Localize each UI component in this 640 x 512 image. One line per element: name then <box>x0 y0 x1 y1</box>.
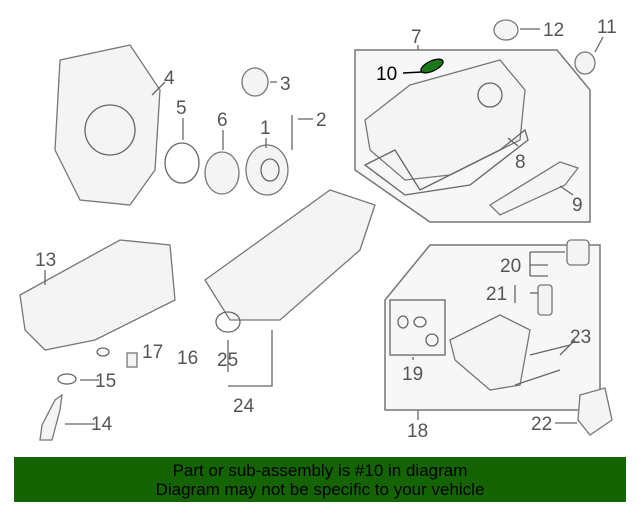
washer-part-17 <box>96 347 110 357</box>
callout-13: 13 <box>35 250 56 271</box>
sensor-part-14 <box>39 393 63 441</box>
callout-19: 19 <box>402 364 423 385</box>
callout-11: 11 <box>597 17 617 38</box>
callout-22: 22 <box>531 414 552 435</box>
seal-part-3 <box>241 67 269 97</box>
callout-18: 18 <box>407 421 428 442</box>
banner-line-disclaimer: Diagram may not be specific to your vehi… <box>155 480 485 499</box>
part-22 <box>577 387 613 436</box>
callout-5: 5 <box>176 98 187 119</box>
gasket-part-23 <box>514 344 571 386</box>
callout-6: 6 <box>217 110 228 131</box>
callout-10-highlighted[interactable]: 10 <box>376 64 397 85</box>
intake-manifold-part <box>204 189 376 321</box>
gasket-part-8 <box>363 128 529 196</box>
timing-cover-part <box>54 44 161 206</box>
gasket-part-9 <box>488 161 580 216</box>
callout-9: 9 <box>572 195 583 216</box>
leader-lines <box>44 28 604 425</box>
o-ring-part-15 <box>57 373 77 385</box>
filter-cap-part-20 <box>566 239 590 266</box>
callout-7: 7 <box>411 27 422 48</box>
notice-banner: Part or sub-assembly is #10 in diagram D… <box>14 457 626 502</box>
parts-diagram: 7 12 11 10 4 3 5 6 2 1 8 9 13 20 21 23 1… <box>19 17 617 442</box>
o-ring-part-5 <box>164 142 200 184</box>
callout-8: 8 <box>515 152 526 173</box>
callout-4: 4 <box>164 68 175 89</box>
seal-kit-part-19 <box>389 299 446 356</box>
callout-16: 16 <box>177 348 198 369</box>
callout-25: 25 <box>217 350 238 371</box>
callout-3: 3 <box>280 74 291 95</box>
callout-1: 1 <box>260 118 271 139</box>
callout-23: 23 <box>570 327 591 348</box>
callout-14: 14 <box>91 414 113 435</box>
pulley-part-1 <box>245 144 289 196</box>
gear-part-6 <box>204 151 240 195</box>
callout-15: 15 <box>95 371 116 392</box>
callout-2: 2 <box>316 110 327 131</box>
highlighted-seal-part-10[interactable] <box>419 56 445 75</box>
plug-part-16 <box>126 352 138 368</box>
oil-pan-part-13 <box>19 239 176 351</box>
oil-filter-housing-part <box>449 314 531 391</box>
oil-filter-part-21 <box>537 284 553 316</box>
callout-12: 12 <box>543 20 564 41</box>
callout-21: 21 <box>486 284 507 305</box>
callout-20: 20 <box>500 256 521 277</box>
cap-part-12 <box>493 19 519 41</box>
callout-17: 17 <box>142 342 163 363</box>
callout-24: 24 <box>233 396 255 417</box>
o-ring-part-25 <box>215 311 241 333</box>
valve-cover-part-7 <box>364 59 526 181</box>
part-11 <box>574 51 596 75</box>
banner-line-part-number: Part or sub-assembly is #10 in diagram <box>172 461 468 480</box>
